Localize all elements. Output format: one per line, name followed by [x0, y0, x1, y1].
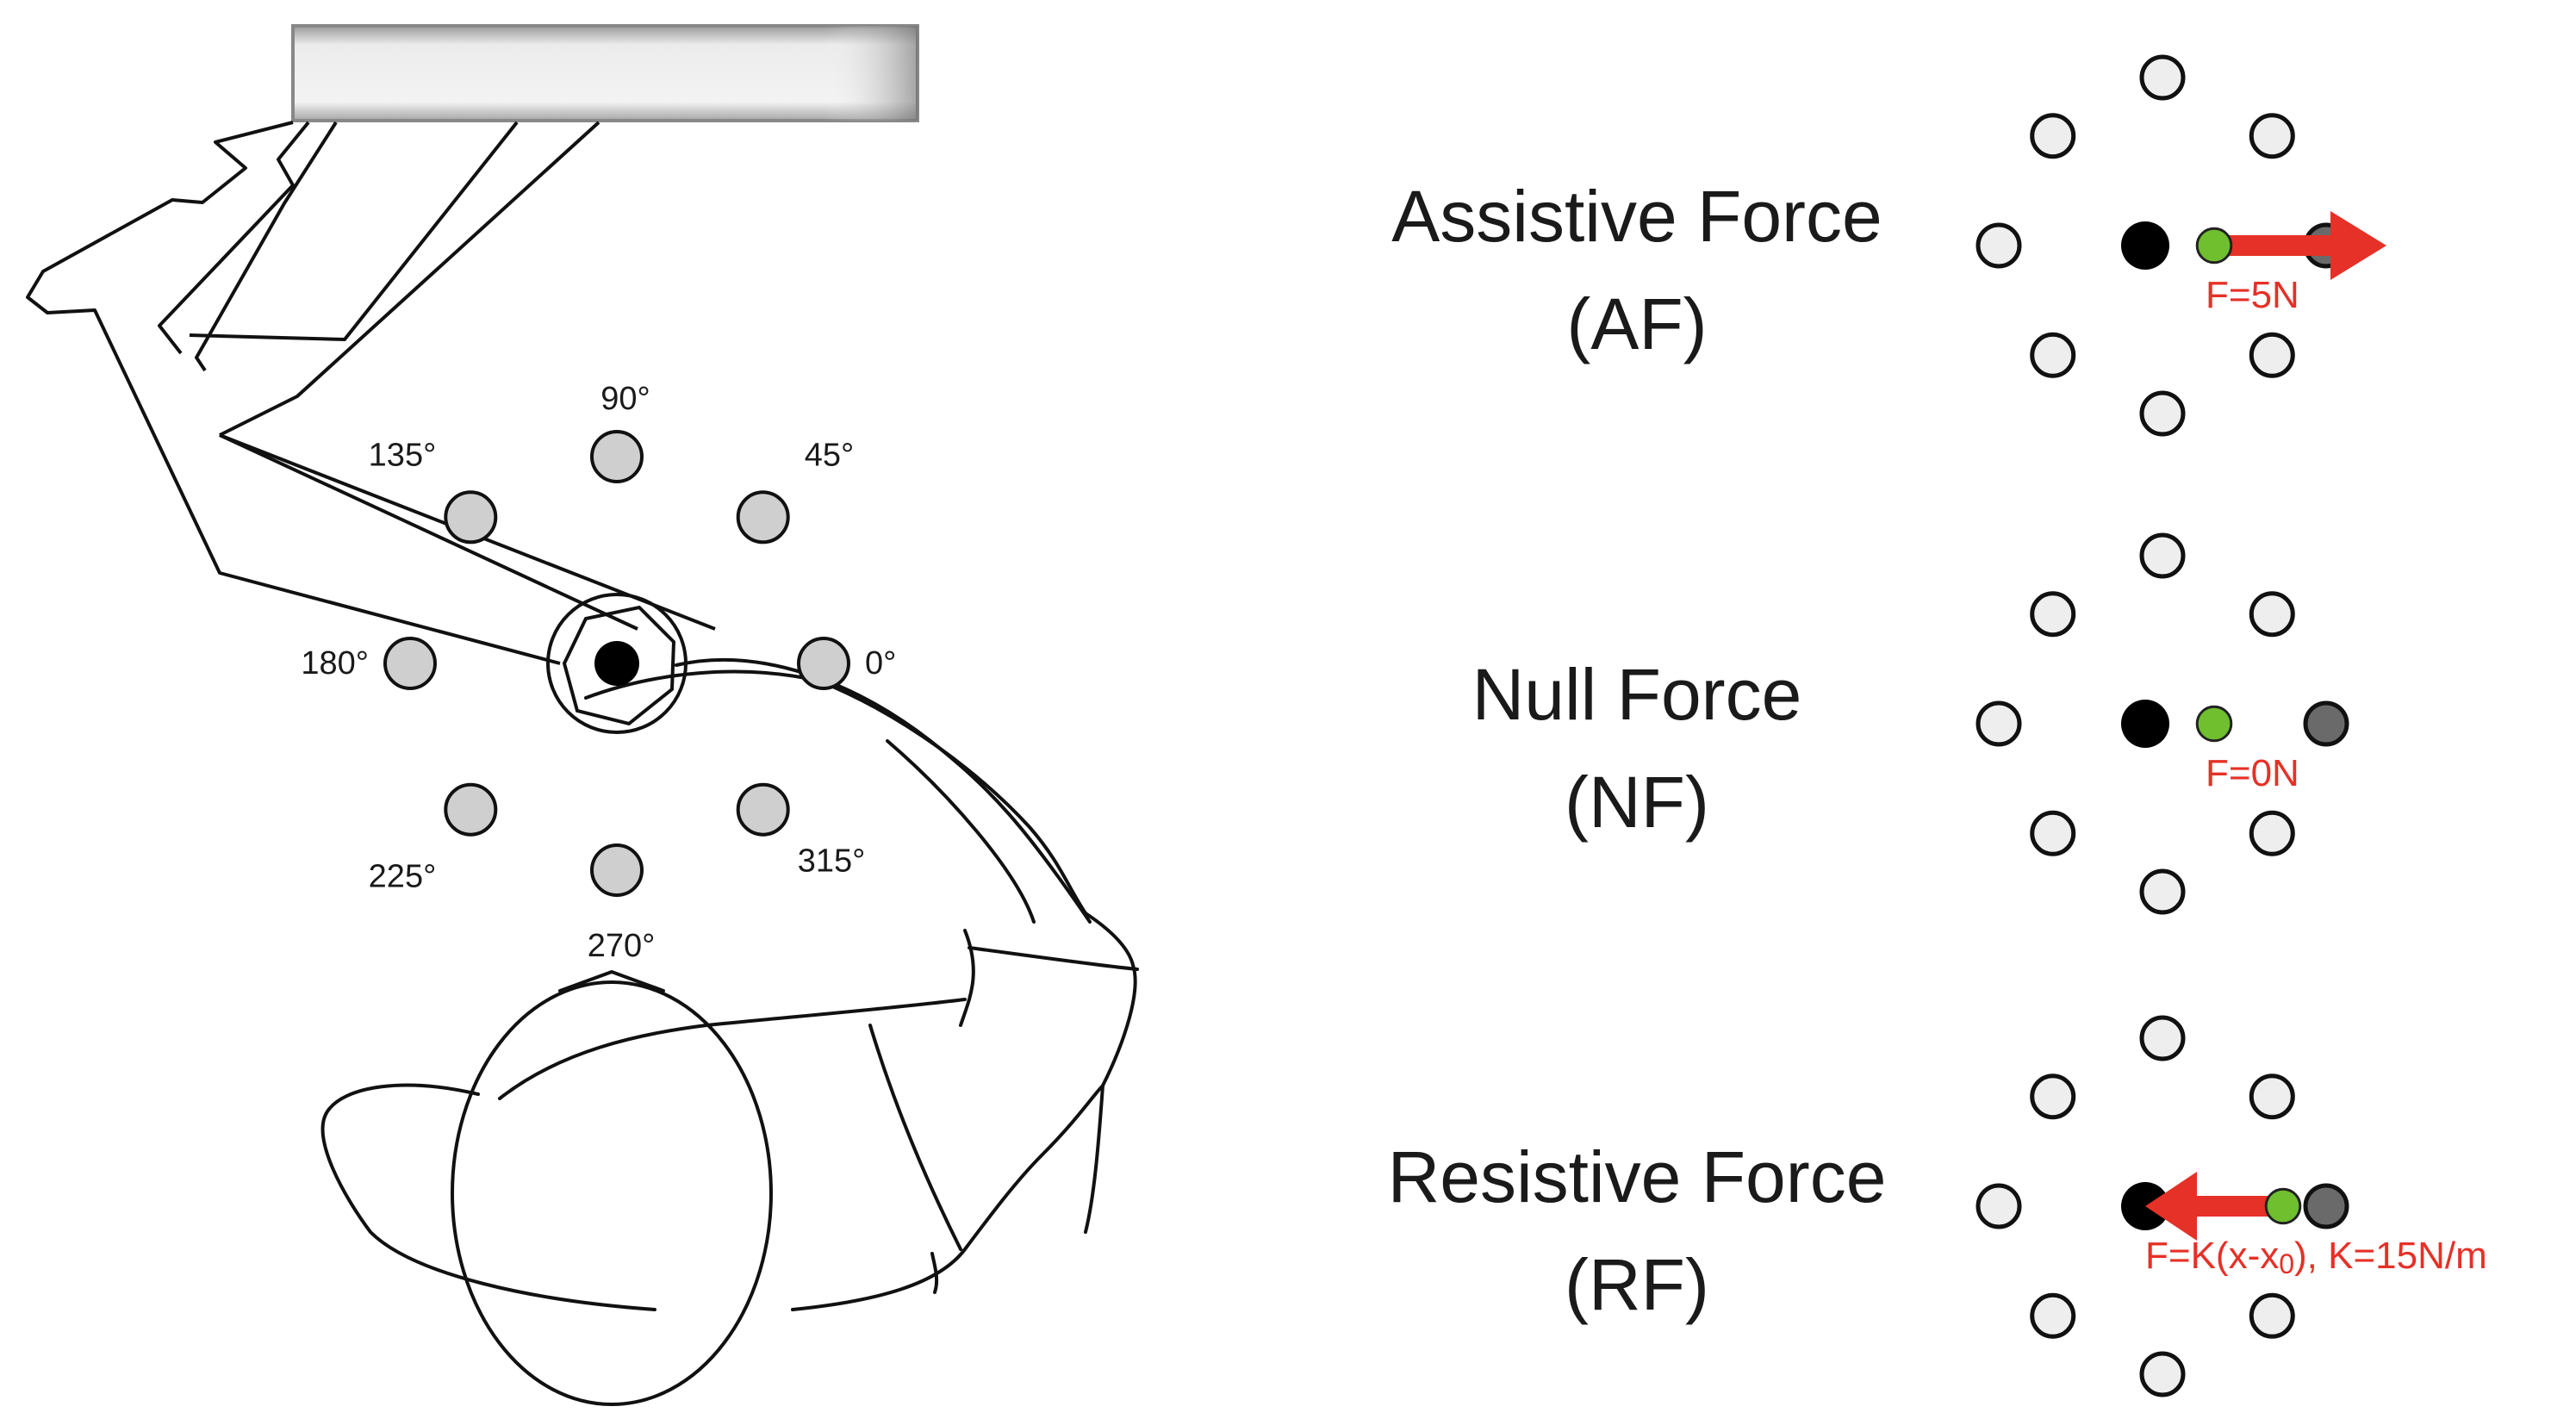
target-270: [2139, 868, 2186, 915]
target-90: [590, 430, 644, 483]
target-45: [2249, 113, 2295, 159]
force-label-subscript: 0: [2279, 1248, 2294, 1279]
angle-label-90: 90°: [600, 381, 650, 417]
target-270: [590, 843, 644, 897]
target-180: [1976, 1183, 2022, 1229]
force-label: F=K(x-x0), K=15N/m: [2145, 1235, 2487, 1279]
robot-handle: [546, 593, 688, 734]
cursor-position: [2195, 705, 2233, 743]
cursor-position: [2195, 227, 2233, 265]
target-0: [797, 637, 850, 690]
target-45: [2249, 591, 2295, 638]
target-180: [1976, 222, 2022, 269]
active-target: [2303, 1183, 2349, 1229]
force-label: F=5N: [2206, 274, 2299, 316]
angle-label-270: 270°: [588, 928, 656, 964]
subject-silhouette: [320, 658, 1139, 1406]
force-arrow-shaft: [2188, 1196, 2274, 1217]
condition-name: Assistive Force: [1391, 176, 1882, 257]
force-label-text: F=K(x-x: [2145, 1235, 2279, 1277]
target-180: [1976, 700, 2022, 747]
condition-abbrev: (AF): [1566, 283, 1707, 364]
condition-nf: Null Force (NF) F=0N: [1472, 532, 2349, 915]
workspace-targets: 0° 45° 90° 135° 180° 225° 270° 315°: [301, 381, 896, 964]
condition-abbrev: (RF): [1565, 1244, 1709, 1325]
target-90: [2139, 54, 2186, 101]
target-45: [736, 490, 790, 545]
angle-label-315: 315°: [798, 843, 866, 880]
target-270: [2139, 390, 2186, 437]
force-label-text: F=5N: [2206, 274, 2299, 316]
target-180: [383, 637, 437, 690]
condition-af: Assistive Force (AF) F=5N: [1391, 54, 2386, 437]
robot-base-bar: [291, 24, 919, 122]
target-315: [736, 782, 790, 837]
angle-label-135: 135°: [369, 437, 437, 473]
angle-label-225: 225°: [369, 859, 437, 895]
target-225: [2030, 1292, 2076, 1339]
condition-abbrev: (NF): [1565, 762, 1709, 843]
angle-label-180: 180°: [301, 645, 369, 681]
active-target: [2303, 700, 2349, 747]
force-conditions: Assistive Force (AF) F=5N Null Force (NF) F=0…: [1388, 54, 2487, 1397]
start-point: [2121, 221, 2169, 270]
target-315: [2249, 1292, 2295, 1339]
target-135: [2030, 591, 2076, 638]
condition-name: Null Force: [1472, 654, 1802, 735]
target-225: [2030, 332, 2076, 378]
condition-name: Resistive Force: [1388, 1136, 1887, 1217]
force-arrow-head: [2330, 211, 2386, 280]
angle-label-45: 45°: [805, 437, 854, 473]
start-point-marker: [594, 641, 639, 686]
target-45: [2249, 1074, 2295, 1120]
angle-label-0: 0°: [865, 645, 896, 681]
force-arrow-shaft: [2223, 235, 2335, 256]
target-315: [2249, 810, 2295, 856]
target-135: [2030, 1074, 2076, 1120]
target-90: [2139, 1015, 2186, 1061]
target-315: [2249, 332, 2295, 378]
condition-rf: Resistive Force (RF) F=K(x-x0), K=15N/m: [1388, 1015, 2487, 1397]
target-225: [444, 782, 498, 837]
target-225: [2030, 810, 2076, 856]
target-135: [444, 490, 498, 545]
cursor-position: [2264, 1187, 2302, 1225]
target-90: [2139, 532, 2186, 579]
force-label-tail: ), K=15N/m: [2294, 1235, 2487, 1277]
force-label-text: F=0N: [2206, 752, 2299, 794]
force-label: F=0N: [2206, 752, 2299, 794]
start-point: [2121, 700, 2169, 748]
target-270: [2139, 1351, 2186, 1397]
target-135: [2030, 113, 2076, 159]
force-arrow-head: [2145, 1172, 2197, 1241]
